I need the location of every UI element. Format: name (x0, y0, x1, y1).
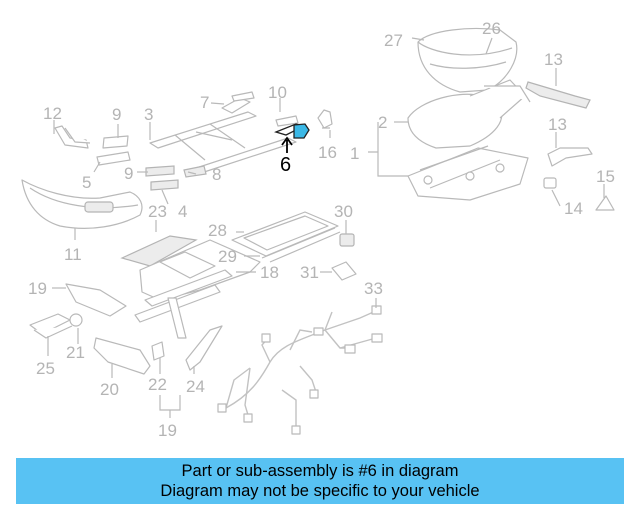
callout-12: 12 (43, 104, 62, 123)
callout-10: 10 (268, 83, 287, 102)
callout-17: 16 (318, 143, 337, 162)
callout-22: 21 (66, 343, 85, 362)
callout-33: 33 (364, 279, 383, 298)
callout-31: 30 (334, 202, 353, 221)
part-17-clip (317, 109, 333, 129)
callout-13: 13 (548, 115, 567, 134)
callout-5: 5 (82, 173, 91, 192)
part-18-24-frame (120, 235, 261, 339)
callout-32: 31 (300, 263, 319, 282)
part-7-10-8 (183, 91, 299, 178)
callout-11: 11 (64, 245, 82, 264)
banner-line-2: Diagram may not be specific to your vehi… (160, 482, 480, 500)
part-9-5-pads (96, 135, 179, 191)
callout-14: 13 (544, 50, 563, 69)
callout-19: 19 (158, 421, 177, 440)
callout-24: 23 (148, 202, 167, 221)
callout-7: 7 (200, 93, 209, 112)
callout-23: 22 (148, 375, 167, 394)
part-6-highlighted[interactable] (274, 123, 310, 139)
callout-labels: 12 9 3 7 10 5 9 8 4 6 16 11 23 28 29 18 … (28, 19, 615, 440)
banner-line-1: Part or sub-assembly is #6 in diagram (181, 462, 459, 480)
part-12-bracket (54, 125, 91, 149)
leader-lines (47, 37, 605, 418)
callout-18: 18 (260, 263, 279, 282)
part-3-rails (149, 111, 297, 175)
part-23-25 (151, 325, 223, 371)
callout-30: 29 (218, 247, 237, 266)
part-29-30-pan (231, 211, 341, 263)
callout-27: 26 (482, 19, 501, 38)
callout-4: 4 (178, 202, 187, 221)
callout-9a: 9 (112, 105, 121, 124)
callout-16: 15 (596, 167, 615, 186)
part-27-28-cushion (417, 27, 518, 93)
callout-25: 24 (186, 377, 205, 396)
callout-8: 8 (212, 165, 221, 184)
part-1-base (407, 145, 529, 201)
callout-15: 14 (564, 199, 583, 218)
callout-28: 27 (384, 31, 403, 50)
part-20-panel (65, 283, 127, 317)
callout-1: 1 (350, 144, 359, 163)
part-31-32 (331, 233, 357, 281)
callout-9b: 9 (124, 164, 133, 183)
callout-2: 2 (378, 113, 387, 132)
part-2-frame (407, 79, 531, 149)
part-33-harness (217, 305, 383, 435)
parts-diagram: 12 9 3 7 10 5 9 8 4 6 16 11 23 28 29 18 … (21, 19, 615, 440)
callout-6-highlight: 6 (280, 154, 291, 176)
part-21-22-26 (29, 313, 151, 375)
callout-3: 3 (144, 105, 153, 124)
callout-21: 20 (100, 380, 119, 399)
info-banner: Part or sub-assembly is #6 in diagram Di… (16, 458, 624, 504)
part-13-16-right (525, 81, 615, 211)
callout-26: 25 (36, 359, 55, 378)
part-11-front-cover (21, 179, 143, 229)
callout-29: 28 (208, 221, 227, 240)
callout-20: 19 (28, 279, 47, 298)
part-6-arrow (281, 136, 293, 153)
